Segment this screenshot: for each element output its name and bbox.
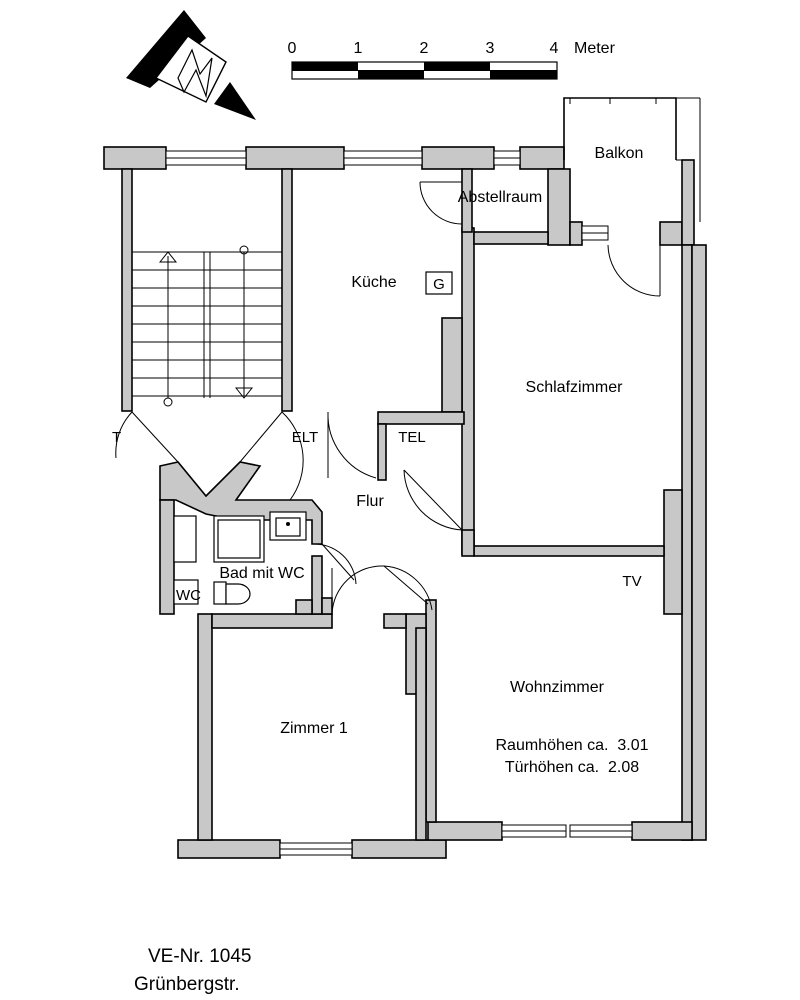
label-stair-partial: T [112, 429, 121, 446]
label-wc-partial: WC [176, 587, 201, 604]
footer-ve-nr: VE-Nr. 1045 [148, 946, 252, 967]
walls [103, 146, 707, 859]
label-tv: TV [622, 573, 641, 590]
bathroom-fixtures [173, 511, 307, 605]
note-tuerhoehe: Türhöhen ca. 2.08 [505, 759, 639, 776]
label-tel: TEL [398, 429, 426, 446]
scale-tick-1: 1 [354, 40, 363, 57]
room-label-balkon: Balkon [595, 145, 644, 162]
room-label-kueche: Küche [351, 274, 396, 291]
doors [115, 181, 661, 615]
scale-bar: 0 1 2 3 4 Meter [288, 40, 616, 80]
gas-marker-icon [425, 271, 453, 295]
windows [165, 150, 633, 856]
note-raumhoehe: Raumhöhen ca. 3.01 [496, 737, 649, 754]
room-label-abstellraum: Abstellraum [458, 189, 542, 206]
room-label-schlafzimmer: Schlafzimmer [526, 379, 624, 396]
balcony-outline [563, 97, 701, 222]
scale-tick-2: 2 [420, 40, 429, 57]
room-label-bad: Bad mit WC [219, 565, 304, 582]
scale-tick-4: 4 [550, 40, 559, 57]
gas-marker-label: G [433, 276, 445, 293]
scale-tick-3: 3 [486, 40, 495, 57]
label-elt: ELT [292, 429, 318, 446]
scale-tick-0: 0 [288, 40, 297, 57]
room-label-wohnzimmer: Wohnzimmer [510, 679, 605, 696]
footer-street: Grünbergstr. [134, 974, 240, 995]
staircase [132, 245, 282, 407]
north-arrow-icon [126, 10, 256, 120]
room-label-flur: Flur [356, 493, 384, 510]
room-label-zimmer1: Zimmer 1 [280, 720, 348, 737]
scale-unit: Meter [574, 40, 616, 57]
